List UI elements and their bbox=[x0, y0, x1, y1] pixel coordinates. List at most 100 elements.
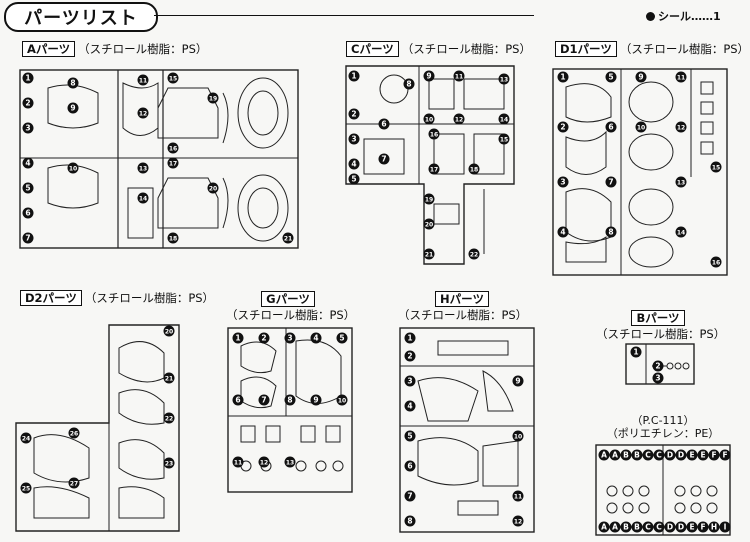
svg-text:E: E bbox=[700, 451, 705, 460]
part-number-marker: 17 bbox=[428, 163, 440, 175]
part-number-marker: 8 bbox=[605, 226, 617, 238]
part-number-marker: 1 bbox=[348, 70, 360, 82]
svg-text:B: B bbox=[623, 451, 629, 460]
svg-text:9: 9 bbox=[426, 72, 431, 81]
svg-text:6: 6 bbox=[608, 123, 613, 132]
svg-text:8: 8 bbox=[406, 80, 411, 89]
seal-note: シール……1 bbox=[646, 8, 721, 24]
svg-text:17: 17 bbox=[169, 161, 177, 168]
part-number-marker: 5 bbox=[605, 71, 617, 83]
part-number-marker: 13 bbox=[498, 73, 510, 85]
part-number-marker: 11 bbox=[675, 71, 687, 83]
svg-text:20: 20 bbox=[425, 222, 433, 229]
svg-text:1: 1 bbox=[560, 73, 565, 82]
svg-text:1: 1 bbox=[407, 334, 412, 343]
svg-text:11: 11 bbox=[455, 74, 463, 81]
svg-text:B: B bbox=[634, 451, 640, 460]
svg-text:4: 4 bbox=[560, 228, 565, 237]
polycap-letter-marker: D bbox=[675, 449, 687, 461]
svg-text:11: 11 bbox=[139, 78, 147, 85]
polycap-letter-marker: I bbox=[719, 521, 731, 533]
part-number-marker: 18 bbox=[468, 163, 480, 175]
polycap-letter-marker: B bbox=[631, 449, 643, 461]
part-number-marker: 4 bbox=[404, 400, 416, 412]
svg-text:15: 15 bbox=[712, 165, 720, 172]
svg-text:1: 1 bbox=[351, 72, 356, 81]
svg-text:2: 2 bbox=[25, 99, 30, 108]
part-number-marker: 2 bbox=[557, 121, 569, 133]
svg-text:4: 4 bbox=[407, 402, 412, 411]
part-number-marker: 13 bbox=[137, 162, 149, 174]
title-rule bbox=[154, 15, 534, 16]
svg-text:9: 9 bbox=[313, 396, 318, 405]
part-number-marker: 7 bbox=[378, 153, 390, 165]
polycap-letter-marker: F bbox=[708, 449, 720, 461]
part-number-marker: 9 bbox=[423, 70, 435, 82]
part-number-marker: 18 bbox=[167, 232, 179, 244]
svg-text:11: 11 bbox=[677, 75, 685, 82]
svg-text:6: 6 bbox=[235, 396, 240, 405]
svg-text:18: 18 bbox=[470, 167, 478, 174]
svg-text:22: 22 bbox=[165, 416, 173, 423]
part-number-marker: 22 bbox=[163, 412, 175, 424]
svg-text:5: 5 bbox=[339, 334, 344, 343]
svg-text:3: 3 bbox=[351, 135, 356, 144]
part-number-marker: 11 bbox=[137, 74, 149, 86]
part-number-marker: 21 bbox=[163, 372, 175, 384]
page-title: パーツリスト bbox=[4, 2, 158, 32]
polycap-letter-marker: F bbox=[697, 521, 709, 533]
part-number-marker: 9 bbox=[310, 394, 322, 406]
part-number-marker: 11 bbox=[453, 70, 465, 82]
svg-text:7: 7 bbox=[25, 234, 30, 243]
part-number-marker: 9 bbox=[512, 375, 524, 387]
part-number-marker: 9 bbox=[635, 71, 647, 83]
svg-text:5: 5 bbox=[407, 432, 412, 441]
svg-text:13: 13 bbox=[139, 166, 147, 173]
part-number-marker: 17 bbox=[167, 157, 179, 169]
svg-text:9: 9 bbox=[70, 104, 75, 113]
part-number-marker: 10 bbox=[336, 394, 348, 406]
polycap-letter-marker: B bbox=[620, 521, 632, 533]
section-header-d1: D1パーツ（スチロール樹脂：PS） bbox=[555, 41, 749, 57]
svg-text:A: A bbox=[612, 523, 618, 532]
section-header-a: Aパーツ（スチロール樹脂：PS） bbox=[22, 41, 207, 57]
svg-text:21: 21 bbox=[165, 376, 173, 383]
svg-text:26: 26 bbox=[70, 431, 78, 438]
part-number-marker: 4 bbox=[22, 157, 34, 169]
svg-text:3: 3 bbox=[407, 377, 412, 386]
svg-text:8: 8 bbox=[608, 228, 613, 237]
part-number-marker: 14 bbox=[137, 192, 149, 204]
part-number-marker: 2 bbox=[22, 97, 34, 109]
part-number-marker: 1 bbox=[404, 332, 416, 344]
polycap-letter-marker: C bbox=[642, 449, 654, 461]
svg-text:17: 17 bbox=[430, 167, 438, 174]
svg-text:C: C bbox=[645, 523, 651, 532]
part-number-marker: 5 bbox=[22, 182, 34, 194]
polycap-letter-marker: A bbox=[598, 521, 610, 533]
polycap-letter-marker: A bbox=[609, 449, 621, 461]
svg-text:15: 15 bbox=[169, 76, 177, 83]
svg-text:20: 20 bbox=[165, 329, 173, 336]
polycap-letter-marker: C bbox=[653, 449, 665, 461]
part-number-marker: 3 bbox=[557, 176, 569, 188]
svg-text:D: D bbox=[678, 451, 684, 460]
svg-text:11: 11 bbox=[234, 460, 242, 467]
part-number-marker: 7 bbox=[605, 176, 617, 188]
part-number-marker: 3 bbox=[22, 122, 34, 134]
svg-text:12: 12 bbox=[514, 519, 522, 526]
part-number-marker: 9 bbox=[67, 102, 79, 114]
part-number-marker: 10 bbox=[512, 430, 524, 442]
part-number-marker: 10 bbox=[423, 113, 435, 125]
svg-text:7: 7 bbox=[608, 178, 613, 187]
part-number-marker: 24 bbox=[20, 432, 32, 444]
part-number-marker: 15 bbox=[167, 72, 179, 84]
polycap-letter-marker: B bbox=[631, 521, 643, 533]
part-number-marker: 2 bbox=[404, 350, 416, 362]
part-number-marker: 5 bbox=[348, 173, 360, 185]
svg-text:10: 10 bbox=[338, 398, 346, 405]
svg-text:D: D bbox=[667, 451, 673, 460]
part-number-marker: 3 bbox=[652, 372, 664, 384]
svg-text:2: 2 bbox=[560, 123, 565, 132]
part-number-marker: 3 bbox=[348, 133, 360, 145]
